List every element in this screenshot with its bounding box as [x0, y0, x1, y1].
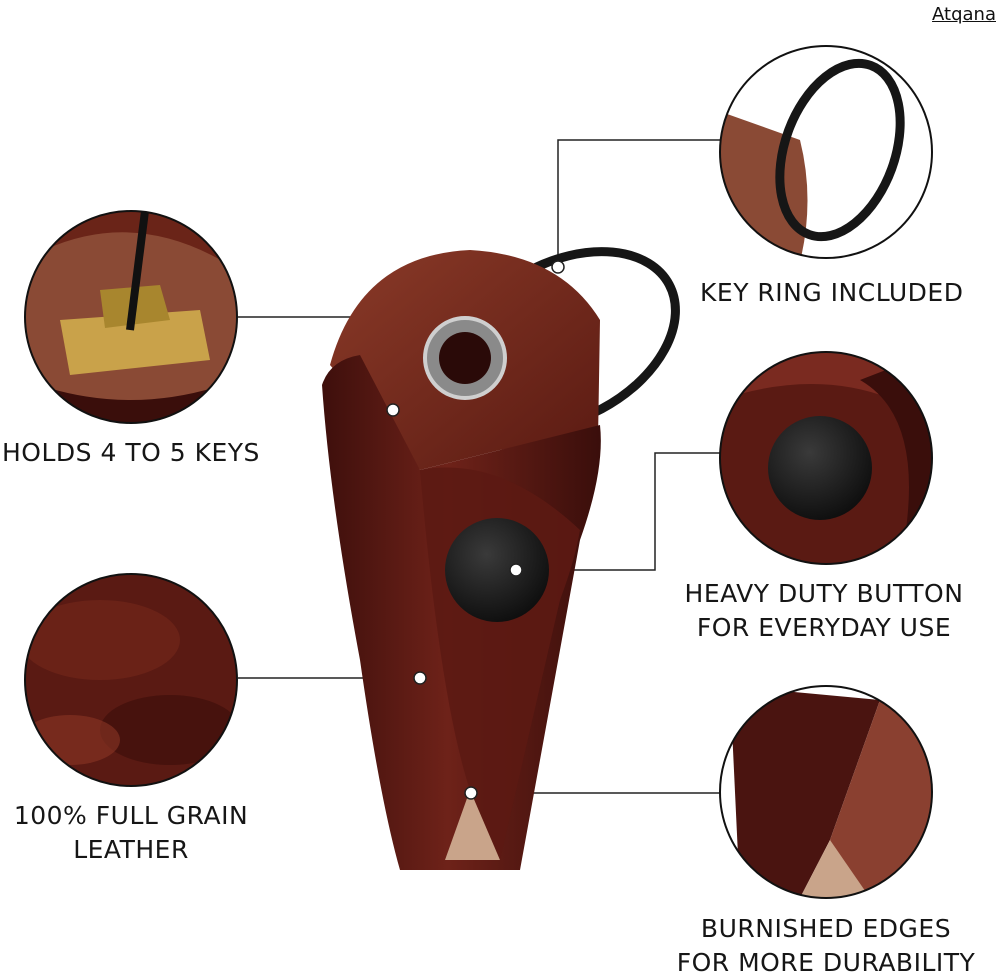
- burnished-edge-detail-icon: [719, 685, 933, 899]
- brand-logo[interactable]: Atqana: [932, 4, 996, 25]
- callout-line-button: [516, 452, 720, 571]
- key-holder-main: [322, 247, 680, 870]
- leather-notch: [445, 790, 500, 860]
- label-holds-keys: HOLDS 4 TO 5 KEYS: [2, 438, 260, 467]
- snap-button-detail-icon: [719, 351, 933, 565]
- label-leather-line2: LEATHER: [73, 835, 189, 864]
- label-leather: 100% FULL GRAIN LEATHER: [6, 799, 256, 867]
- leather-texture-detail-icon: [24, 573, 238, 787]
- label-edges: BURNISHED EDGES FOR MORE DURABILITY: [664, 912, 988, 980]
- label-edges-line2: FOR MORE DURABILITY: [676, 948, 976, 977]
- snap-button-icon: [445, 518, 549, 622]
- label-button: HEAVY DUTY BUTTON FOR EVERYDAY USE: [674, 577, 974, 645]
- label-leather-line1: 100% FULL GRAIN: [13, 801, 249, 830]
- label-key-ring: KEY RING INCLUDED: [700, 278, 964, 307]
- callout-line-key-ring: [557, 139, 720, 267]
- label-button-line2: FOR EVERYDAY USE: [696, 613, 952, 642]
- keys-inside-detail-icon: [24, 210, 238, 424]
- label-edges-line1: BURNISHED EDGES: [700, 914, 952, 943]
- key-ring-detail-icon: [719, 45, 933, 259]
- label-button-line1: HEAVY DUTY BUTTON: [684, 579, 964, 608]
